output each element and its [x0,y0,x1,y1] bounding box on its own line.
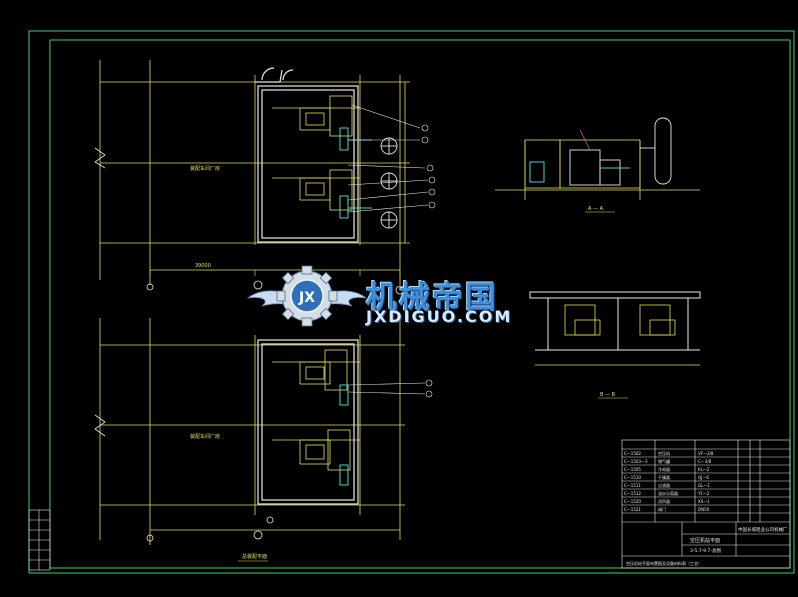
title-block-drawing-no: 3-5.7-9.7-总图 [690,547,722,554]
tb-row-spec: YF—2 [697,491,710,496]
tb-row-spec: VF—3/8 [698,451,714,456]
title-block [621,439,791,569]
tb-row-item: C—1503—3 [624,459,648,464]
tb-row-spec: GL—1 [698,483,710,488]
section-b-label: B — B [600,392,616,398]
tb-row-spec: KL—2 [698,467,710,472]
tb-row-item: C—1511 [624,483,641,488]
tb-row-name: 空压机 [658,450,670,456]
tb-row-item: C—1510 [624,475,641,480]
watermark-title: 机械帝国 [366,280,498,316]
outer-frame [28,30,795,574]
tb-row-name: 油水分离器 [658,490,678,496]
tb-row-spec: XS—1 [698,499,710,504]
title-block-rows: C—1502 空压机 VF—3/8C—1503—3 储气罐 C—3/8C—1505 冷却器… [624,450,714,512]
tb-row-name: 阀门 [658,506,666,512]
tb-row-spec: QJ—6 [698,475,709,480]
section-a-label: A — A [588,206,604,212]
inner-frame [49,39,791,569]
title-block-note: 空压机站平面布置图及设备材料表（工艺） [626,560,702,566]
tb-row-item: C—1512 [624,491,641,496]
tb-row-name: 冷却器 [658,466,670,472]
tb-row-item: C—1505 [624,467,641,472]
top-dimension: 39000 [195,263,211,269]
tb-row-name: 干燥器 [658,474,670,480]
title-block-drawing-name: 空压机站平面 [690,537,720,544]
bottom-floor-plan [94,318,433,545]
watermark-emblem: JX [246,265,368,327]
section-view-b [529,291,701,399]
bottom-plan-title: 总装配平面 [242,553,267,560]
tb-row-spec: C—3/8 [698,459,712,464]
tb-row-item: C—1502 [624,451,641,456]
top-room-label: 装配车间厂房 [190,165,220,172]
tb-row-item: C—1520 [624,499,641,504]
tb-row-name: 消声器 [658,498,670,504]
tb-row-item: C—1521 [624,507,641,512]
section-view-a [495,117,700,213]
tb-row-name: 储气罐 [658,458,670,464]
watermark-subtitle: JXDIGUO.COM [366,307,513,326]
binding-strip [28,509,51,571]
emblem-letters: JX [298,290,315,306]
tb-row-name: 过滤器 [658,482,670,488]
tb-row-spec: DN50 [698,507,710,512]
bottom-room-label: 装配车间厂房 [190,433,220,440]
title-block-project: 中国长城铝业公司机械厂 [738,526,788,533]
top-floor-plan [94,60,436,295]
